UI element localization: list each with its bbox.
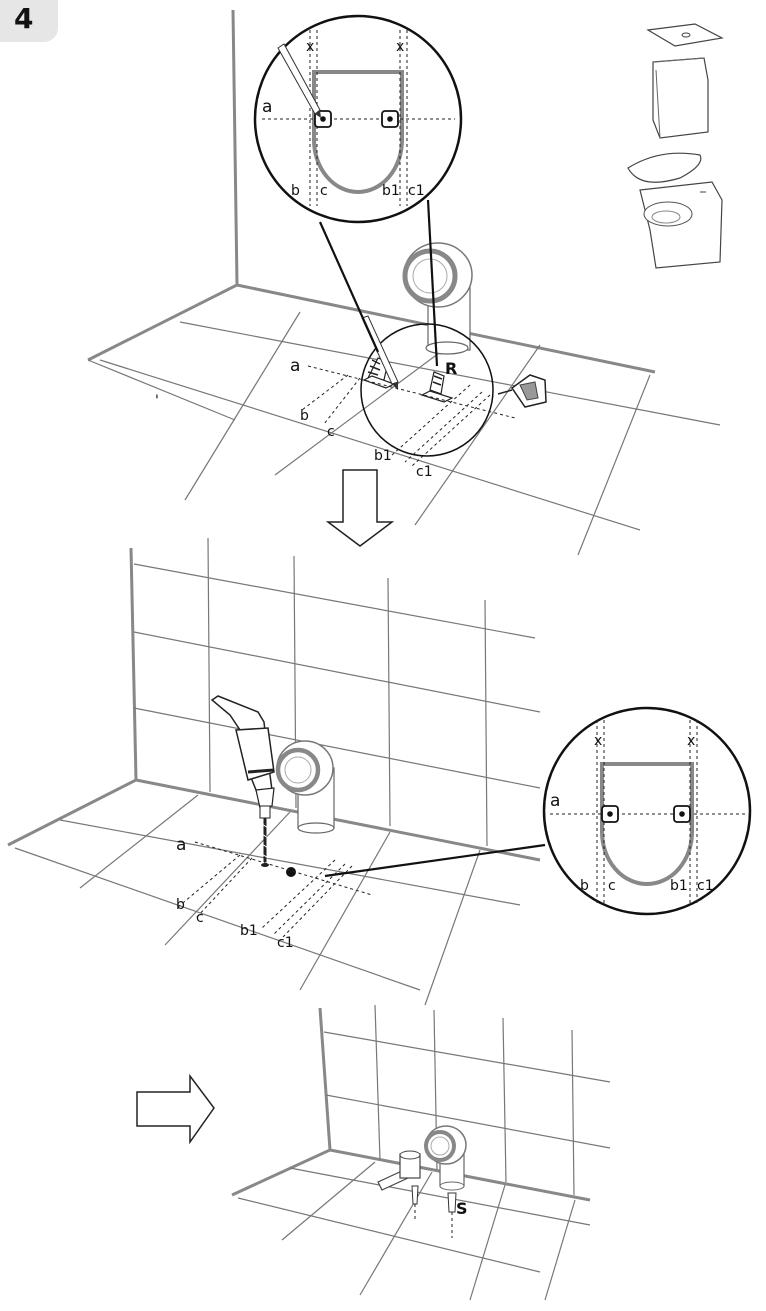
waste-pipe [402, 242, 473, 355]
label-a: a [176, 835, 186, 855]
label-c: c [608, 878, 616, 894]
pencil-icon [277, 43, 321, 118]
label-b1: b1 [374, 448, 392, 464]
label-c1: c1 [697, 878, 714, 894]
label-b1: b1 [670, 878, 688, 894]
label-c: c [327, 424, 335, 440]
label-a: a [262, 97, 272, 117]
label-b: b [300, 408, 309, 424]
label-tick: ' [155, 393, 159, 409]
screw-icon [411, 1185, 457, 1238]
label-R: R [445, 359, 457, 378]
label-a: a [550, 791, 560, 811]
label-c1: c1 [416, 464, 433, 480]
label-a: a [290, 356, 300, 376]
floor-zoom-circle [360, 323, 494, 457]
bottom-scene: S [136, 1004, 611, 1301]
label-b: b [291, 183, 300, 199]
bracket-icon [420, 371, 454, 403]
drill-icon [210, 695, 275, 867]
arrow-right-icon [136, 1073, 215, 1145]
label-x-right: x [687, 733, 695, 749]
label-c: c [196, 910, 204, 926]
pencil-icon [361, 315, 399, 390]
label-b: b [580, 878, 589, 894]
top-zoom-detail: x x a b c b1 c1 [253, 14, 463, 224]
middle-scene: a b c b1 c1 x x a b c b1 c1 [7, 537, 752, 1006]
label-c1: c1 [408, 183, 425, 199]
label-b: b [176, 897, 185, 913]
label-b1: b1 [382, 183, 400, 199]
step-badge: 4 [0, 0, 58, 42]
label-x-left: x [594, 733, 602, 749]
label-c1: c1 [277, 935, 294, 951]
waste-pipe [275, 740, 335, 834]
tape-measure-icon [497, 374, 547, 408]
label-c: c [320, 183, 328, 199]
label-x-right: x [396, 39, 404, 55]
arrow-down-icon [325, 469, 395, 547]
waste-pipe [424, 1125, 467, 1191]
toilet-parts-icon [627, 23, 724, 269]
middle-zoom-detail: x x a b c b1 c1 [542, 706, 752, 916]
label-S: S [456, 1199, 468, 1218]
top-scene: a b c b1 c1 R ' x x a b c [87, 9, 724, 556]
label-b1: b1 [240, 923, 258, 939]
anchor-icon [377, 1150, 421, 1191]
step-number: 4 [14, 2, 34, 35]
label-x-left: x [306, 39, 314, 55]
